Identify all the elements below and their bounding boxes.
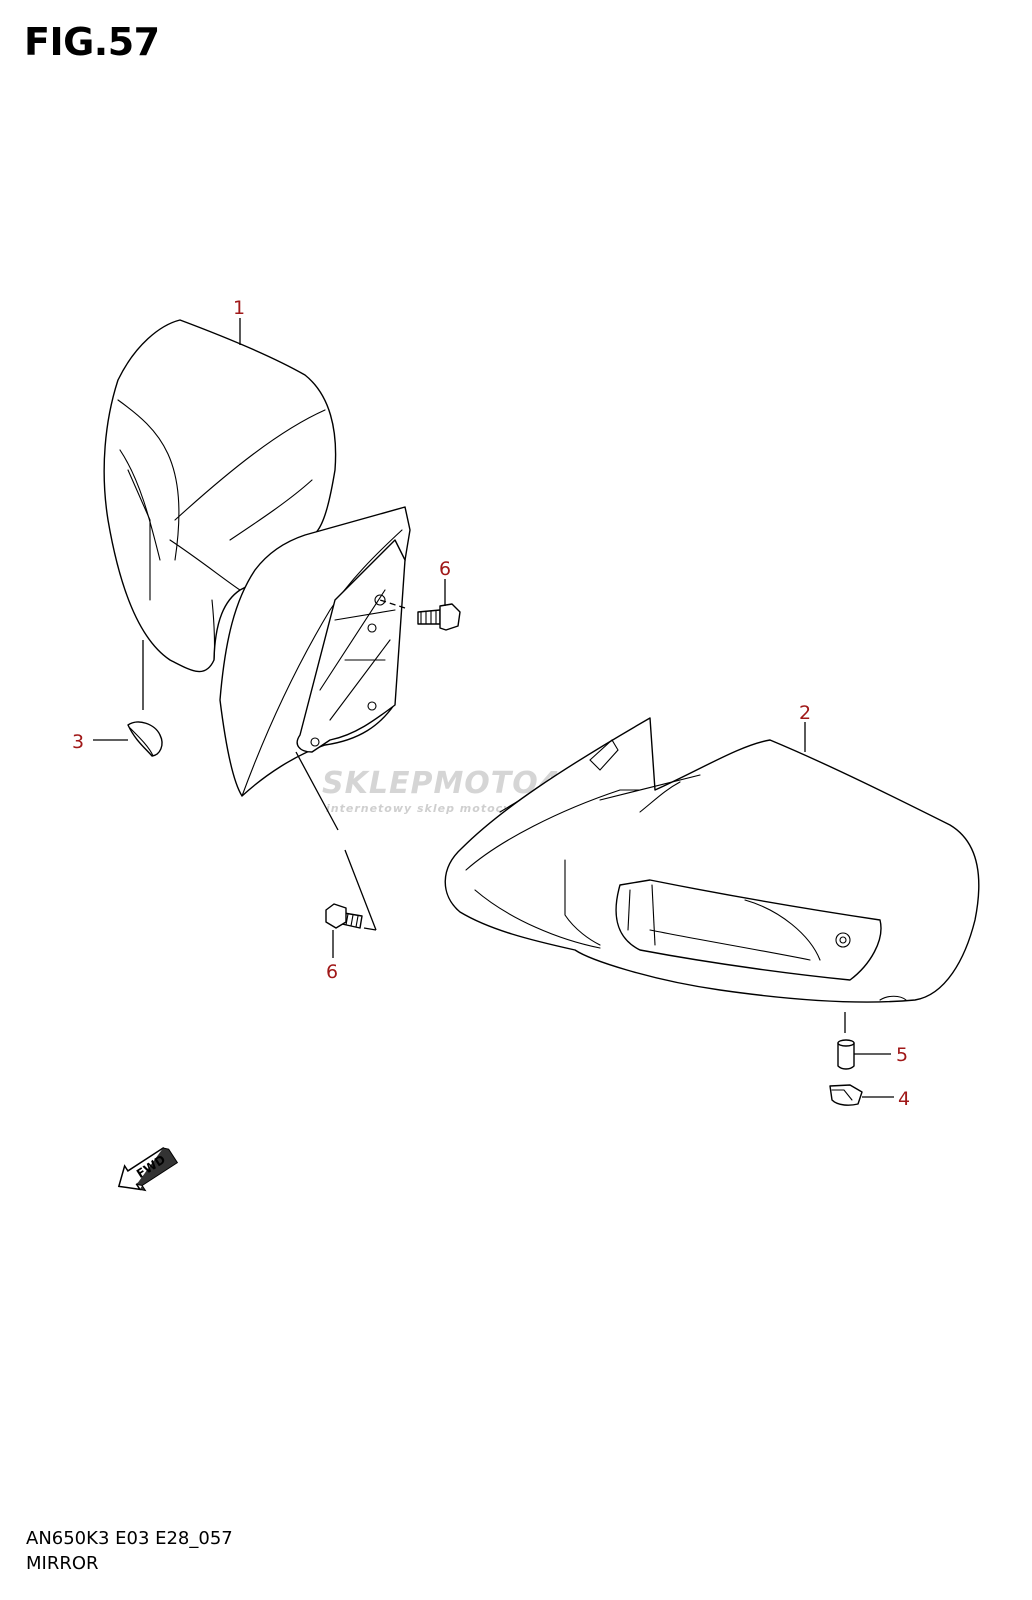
callout-1: 1 — [233, 297, 245, 319]
left-mirror — [103, 319, 411, 797]
right-mirror — [444, 717, 980, 1003]
callout-6-upper: 6 — [439, 558, 451, 580]
part-4-clip — [829, 1084, 863, 1106]
part-6-screw-lower — [325, 903, 363, 929]
callouts: 1 2 3 4 5 6 6 — [72, 297, 910, 1110]
fwd-arrow-icon: FWD — [117, 1147, 179, 1192]
callout-4: 4 — [898, 1088, 910, 1110]
callout-3: 3 — [72, 731, 84, 753]
callout-5: 5 — [896, 1044, 908, 1066]
figure-title: FIG.57 — [24, 20, 160, 64]
diagram-name: MIRROR — [26, 1553, 99, 1574]
part-6-screw-upper — [417, 603, 461, 631]
part-3-clip — [127, 721, 163, 757]
leader-lines — [93, 318, 894, 1098]
diagram-code: AN650K3 E03 E28_057 — [26, 1528, 233, 1549]
part-5-collar — [837, 1039, 855, 1070]
watermark-subtitle: internetowy sklep motocyklowy — [326, 802, 552, 815]
callout-2: 2 — [799, 702, 811, 724]
callout-6-lower: 6 — [326, 961, 338, 983]
